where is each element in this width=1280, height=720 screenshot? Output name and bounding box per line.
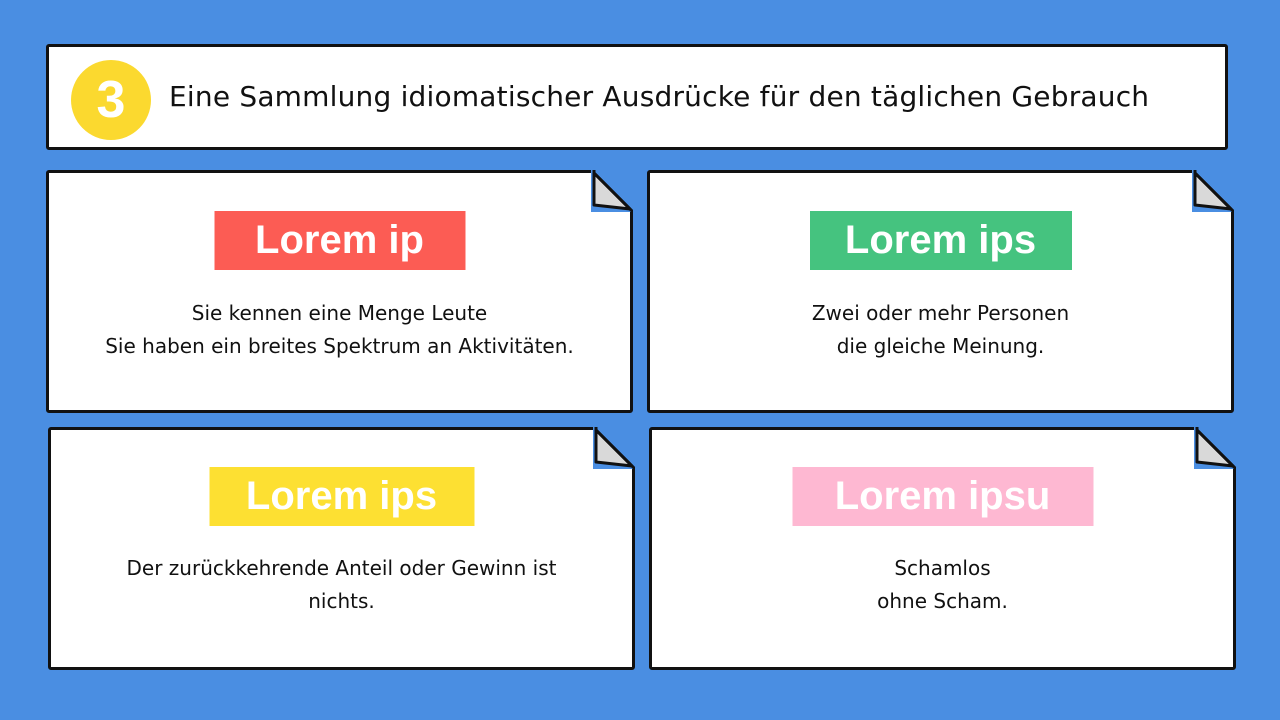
description-line: Der zurückkehrende Anteil oder Gewinn is… [126,556,557,580]
card-description: Der zurückkehrende Anteil oder Gewinn is… [71,552,612,618]
page-title: Eine Sammlung idiomatischer Ausdrücke fü… [169,80,1150,113]
card-description: Schamlos ohne Scham. [672,552,1213,618]
idiom-card-3: Lorem ips Der zurückkehrende Anteil oder… [48,427,635,670]
header-banner: 3 Eine Sammlung idiomatischer Ausdrücke … [46,44,1228,150]
description-line: Zwei oder mehr Personen [811,301,1070,325]
description-line: Sie kennen eine Menge Leute [191,301,488,325]
page-fold-icon [1195,427,1236,469]
card-label: Lorem ip [214,211,465,270]
idiom-card-4: Lorem ipsu Schamlos ohne Scham. [649,427,1236,670]
card-description: Zwei oder mehr Personen die gleiche Mein… [670,297,1211,363]
idiom-card-1: Lorem ip Sie kennen eine Menge Leute Sie… [46,170,633,413]
description-line: Sie haben ein breites Spektrum an Aktivi… [105,334,574,358]
idiom-card-2: Lorem ips Zwei oder mehr Personen die gl… [647,170,1234,413]
card-label: Lorem ips [209,467,474,526]
page-fold-icon [1193,170,1234,212]
page-fold-icon [594,427,635,469]
description-line: ohne Scham. [877,589,1008,613]
card-label: Lorem ips [809,211,1072,270]
page-fold-icon [592,170,633,212]
description-line: die gleiche Meinung. [836,334,1045,358]
card-label: Lorem ipsu [792,467,1093,526]
number-badge: 3 [71,60,151,140]
description-line: Schamlos [894,556,991,580]
description-line: nichts. [308,589,375,613]
card-description: Sie kennen eine Menge Leute Sie haben ei… [69,297,610,363]
